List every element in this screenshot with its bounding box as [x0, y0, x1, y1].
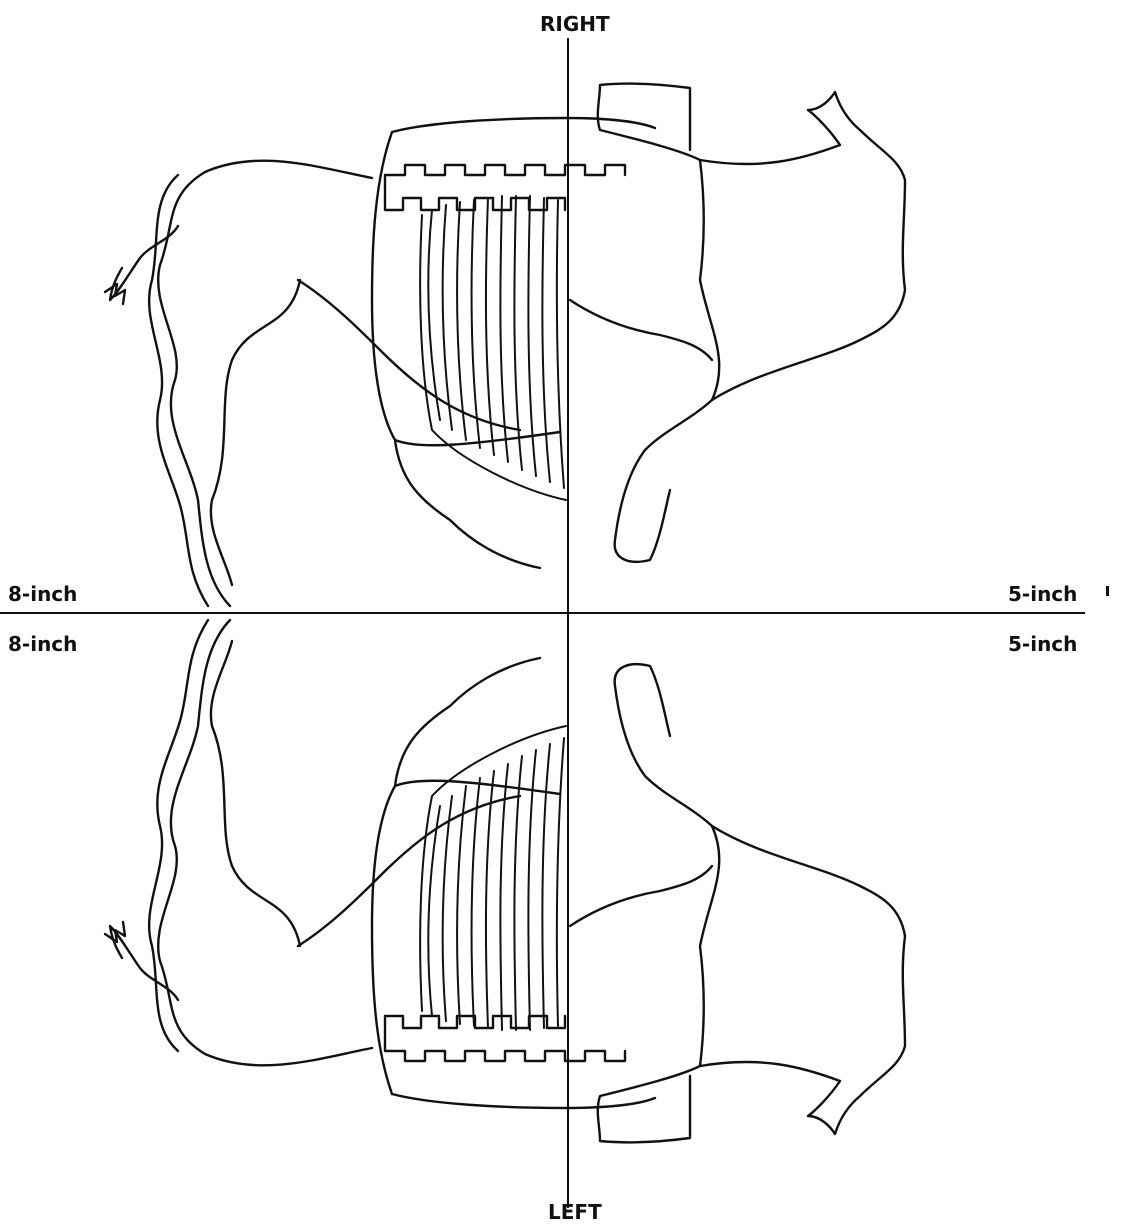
lower-foreleg — [615, 664, 712, 826]
label-upper-left-8-inch: 8-inch — [8, 582, 77, 606]
upper-ribs — [420, 196, 566, 500]
lower-vertebrae-boxes — [385, 1016, 625, 1061]
lower-shoulder-outline — [598, 826, 905, 1142]
lower-tail — [110, 926, 178, 1000]
lower-hind-leg-outline — [149, 620, 372, 1065]
upper-hoof — [105, 284, 125, 304]
upper-carcass-drawing — [105, 84, 905, 606]
upper-body-frame — [372, 118, 655, 568]
upper-neck-detail — [570, 300, 712, 360]
label-left: LEFT — [548, 1200, 602, 1224]
lower-hoof — [105, 922, 125, 942]
upper-foreleg — [615, 400, 712, 562]
upper-hind-leg-outline — [149, 161, 372, 606]
upper-tail — [110, 226, 178, 300]
lower-neck-detail — [570, 866, 712, 926]
label-upper-right-5-inch: 5-inch — [1008, 582, 1077, 606]
upper-shoulder-outline — [598, 84, 905, 400]
label-lower-left-8-inch: 8-inch — [8, 632, 77, 656]
edge-mark — [1106, 586, 1109, 596]
label-right: RIGHT — [540, 12, 610, 36]
lower-body-frame — [372, 658, 655, 1108]
lower-ribs — [420, 726, 566, 1030]
upper-vertebrae-boxes — [385, 165, 625, 210]
label-lower-right-5-inch: 5-inch — [1008, 632, 1077, 656]
lower-carcass-drawing — [105, 620, 905, 1142]
